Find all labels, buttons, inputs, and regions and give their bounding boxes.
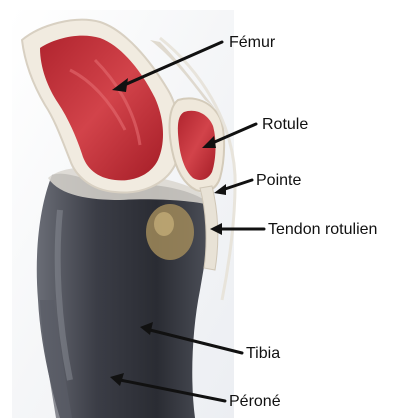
label-rotule: Rotule [262, 117, 308, 133]
label-tendon-rotulien: Tendon rotulien [268, 222, 377, 238]
label-perone: Péroné [229, 394, 281, 410]
label-pointe: Pointe [256, 173, 301, 189]
label-tibia: Tibia [246, 346, 280, 362]
tuberosity-highlight [154, 212, 174, 236]
label-femur: Fémur [229, 35, 275, 51]
